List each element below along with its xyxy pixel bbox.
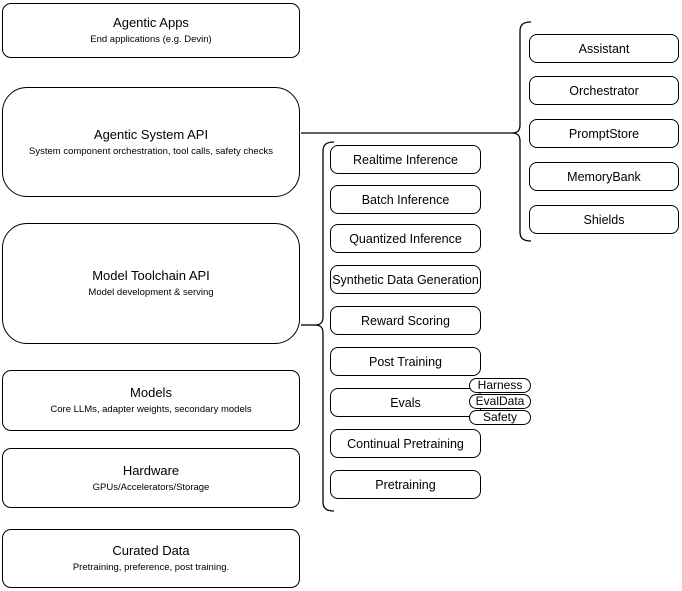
node-quantized-inference: Quantized Inference — [330, 224, 481, 253]
node-title: Curated Data — [112, 543, 190, 558]
tag-harness: Harness — [469, 378, 531, 393]
node-subtitle: End applications (e.g. Devin) — [90, 34, 212, 45]
node-title: Agentic System API — [93, 126, 209, 142]
node-memorybank: MemoryBank — [529, 162, 679, 191]
node-batch-inference: Batch Inference — [330, 185, 481, 214]
node-subtitle: Core LLMs, adapter weights, secondary mo… — [50, 404, 252, 415]
node-continual-pretraining: Continual Pretraining — [330, 429, 481, 458]
node-agentic-apps: Agentic Apps End applications (e.g. Devi… — [2, 3, 300, 58]
node-orchestrator: Orchestrator — [529, 76, 679, 105]
node-model-toolchain-api: Model Toolchain API Model development & … — [2, 223, 300, 344]
node-pretraining: Pretraining — [330, 470, 481, 499]
node-title: Model Toolchain API — [92, 268, 210, 283]
node-subtitle: Model development & serving — [88, 287, 214, 298]
node-models: Models Core LLMs, adapter weights, secon… — [2, 370, 300, 431]
node-shields: Shields — [529, 205, 679, 234]
node-synthetic-data-generation: Synthetic Data Generation — [330, 265, 481, 294]
node-hardware: Hardware GPUs/Accelerators/Storage — [2, 448, 300, 508]
node-subtitle: GPUs/Accelerators/Storage — [92, 481, 210, 493]
node-evals: Evals — [330, 388, 481, 417]
tag-evaldata: EvalData — [469, 394, 531, 409]
node-title: Models — [130, 385, 172, 400]
node-post-training: Post Training — [330, 347, 481, 376]
node-title: Hardware — [122, 462, 180, 478]
node-reward-scoring: Reward Scoring — [330, 306, 481, 335]
tag-safety: Safety — [469, 410, 531, 425]
node-curated-data: Curated Data Pretraining, preference, po… — [2, 529, 300, 588]
node-promptstore: PromptStore — [529, 119, 679, 148]
node-title: Agentic Apps — [113, 15, 189, 30]
node-realtime-inference: Realtime Inference — [330, 145, 481, 174]
node-subtitle: System component orchestration, tool cal… — [29, 145, 273, 157]
node-subtitle: Pretraining, preference, post training. — [72, 562, 230, 573]
node-agentic-system-api: Agentic System API System component orch… — [2, 87, 300, 197]
node-assistant: Assistant — [529, 34, 679, 63]
